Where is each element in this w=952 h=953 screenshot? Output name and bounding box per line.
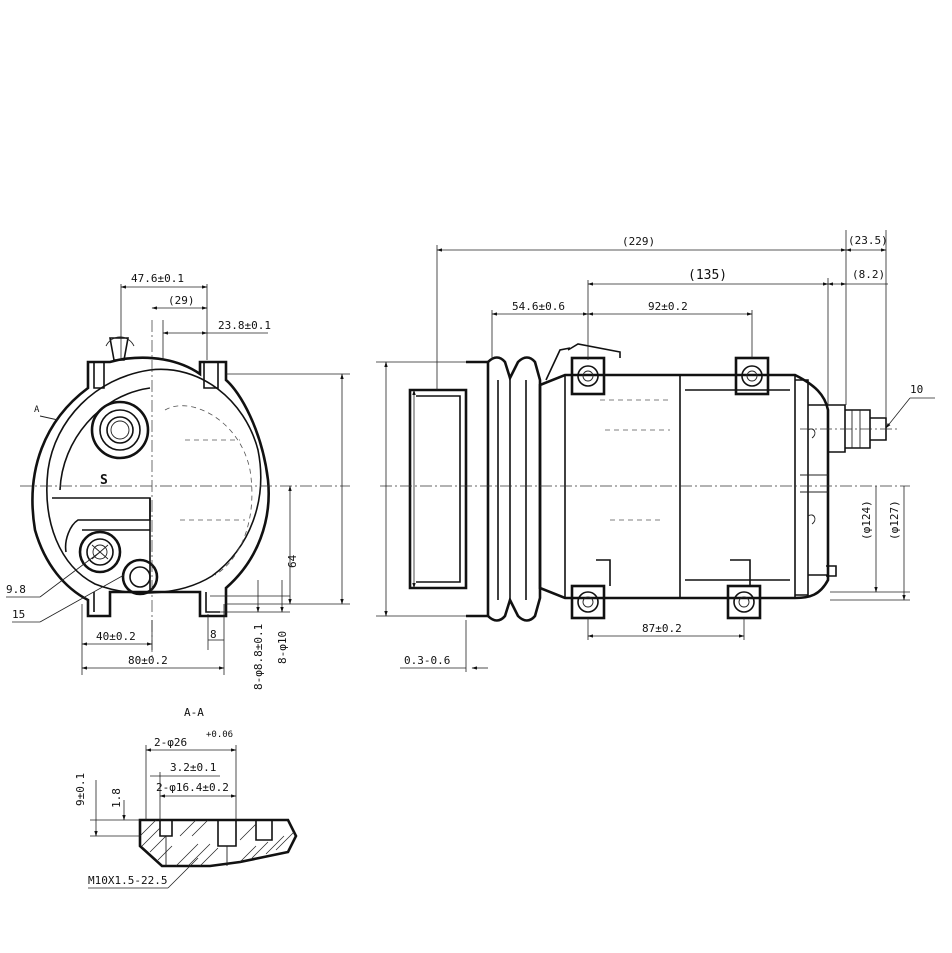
dim-m10: M10X1.5-22.5	[88, 874, 167, 887]
compressor-body	[538, 373, 830, 600]
dim-9: 9±0.1	[74, 773, 87, 806]
section-mark-a: A	[34, 405, 40, 415]
dim-8-phi-8-8: 8-φ8.8±0.1	[252, 624, 265, 690]
dim-9-8: 9.8	[6, 583, 26, 596]
dim-92: 92±0.2	[648, 300, 688, 313]
dim-3-2: 3.2±0.1	[170, 761, 216, 774]
dim-8: 8	[210, 628, 217, 641]
suction-port-letter: S	[100, 473, 108, 488]
dim-phi-124: (φ124)	[860, 500, 873, 540]
dim-10: 10	[910, 383, 923, 396]
suction-port: S	[90, 400, 150, 488]
dim-2-phi-16-4: 2-φ16.4±0.2	[156, 781, 229, 794]
section-title: A-A	[184, 706, 204, 719]
mounting-ears	[545, 343, 837, 620]
clutch-plate	[408, 360, 490, 618]
dim-135: (135)	[688, 268, 727, 283]
pulley	[487, 356, 542, 622]
rear-fitting	[828, 404, 887, 453]
dim-47-6: 47.6±0.1	[131, 272, 184, 285]
dim-phi-127: (φ127)	[888, 500, 901, 540]
dim-1-8: 1.8	[110, 788, 123, 808]
dim-2-phi-26: 2-φ26	[154, 736, 187, 749]
dim-2-phi-26-tol: +0.06	[206, 730, 233, 740]
dim-64: 64	[286, 554, 299, 568]
dim-80: 80±0.2	[128, 654, 168, 667]
dim-29: (29)	[168, 294, 195, 307]
dim-87: 87±0.2	[642, 622, 682, 635]
dim-54-6: 54.6±0.6	[512, 300, 565, 313]
discharge-port	[78, 530, 159, 596]
dim-8-2: (8.2)	[852, 268, 885, 281]
side-view: (229) (23.5) (135) (8.2) 54.6±0.6 92±0.2…	[376, 230, 935, 672]
section-body	[138, 818, 298, 868]
front-view: S A 47.6±0.1 (29) 23.8±0.1	[6, 272, 350, 690]
dim-15: 15	[12, 608, 25, 621]
dim-8-phi-10: 8-φ10	[276, 631, 289, 664]
dim-229: (229)	[622, 235, 655, 248]
dim-23-8: 23.8±0.1	[218, 319, 271, 332]
dim-23-5: (23.5)	[848, 234, 888, 247]
dim-40: 40±0.2	[96, 630, 136, 643]
front-body-outline	[31, 336, 270, 618]
section-view: A-A	[74, 706, 298, 889]
dim-0-3-0-6: 0.3-0.6	[404, 654, 450, 667]
